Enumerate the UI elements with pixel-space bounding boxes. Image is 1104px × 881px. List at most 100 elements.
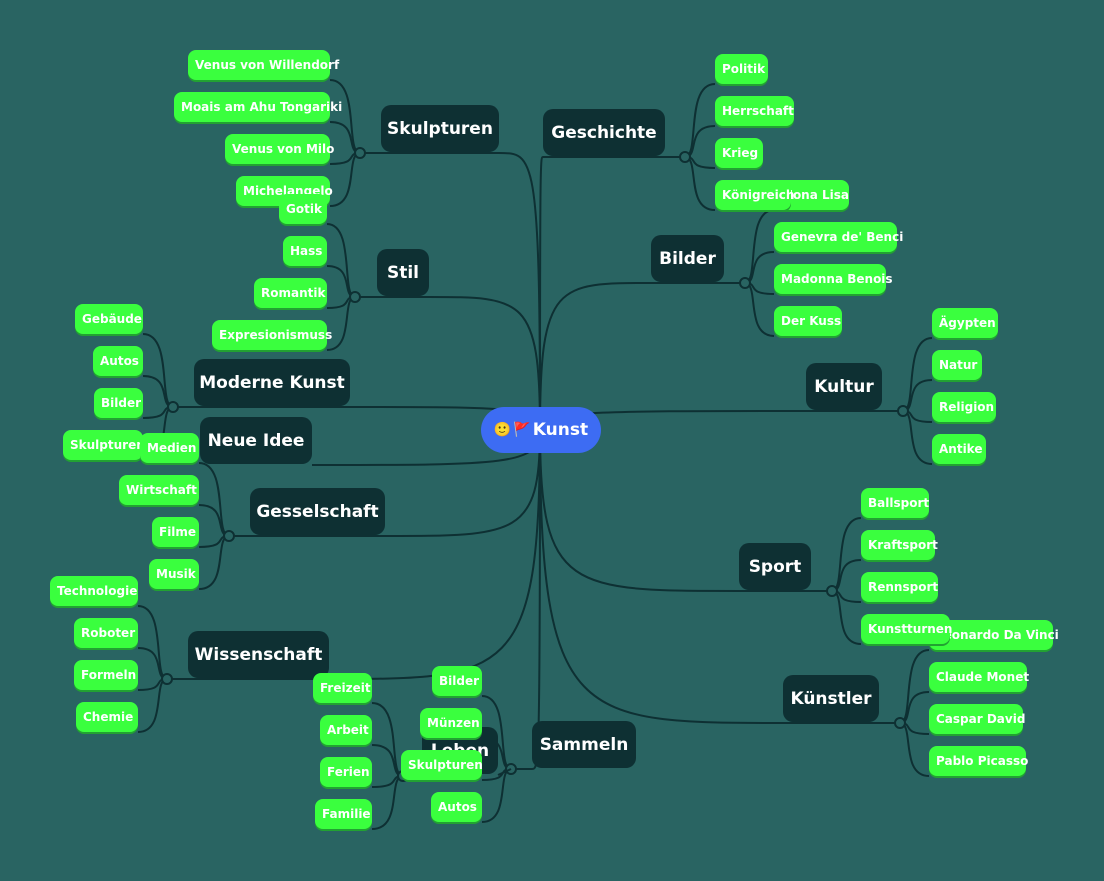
leaf-antike[interactable]: Antike [932,434,986,464]
leaf-leonardo[interactable]: Leonardo Da Vinci [929,620,1059,650]
leaf-musik[interactable]: Musik [149,559,199,589]
leaf-arbeit[interactable]: Arbeit [320,715,372,745]
collapse-toggle[interactable] [894,717,906,729]
topic-wissenschaft[interactable]: Wissenschaft [188,631,329,678]
connector-wissenschaft [167,429,541,680]
connector-leben [497,768,512,776]
collapse-toggle[interactable] [223,530,235,542]
leaf-autos-moderne[interactable]: Autos [93,346,143,376]
leaf-moais[interactable]: Moais am Ahu Tongariki [174,92,342,122]
leaf-connector [831,517,862,592]
leaf-chemie[interactable]: Chemie [76,702,138,732]
leaf-connector [137,678,168,733]
leaf-connector [198,535,230,590]
connector-kuenstler [539,429,900,724]
leaf-ballsport[interactable]: Ballsport [861,488,929,518]
leaf-claude-monet[interactable]: Claude Monet [929,662,1029,692]
flag-icon: 🚩 [513,422,531,438]
leaf-skulpturen-sammeln[interactable]: Skulpturen [401,750,483,780]
leaf-connector [899,649,930,724]
leaf-aegypten[interactable]: Ägypten [932,308,998,338]
leaf-connector [902,337,933,412]
leaf-connector [684,156,716,211]
leaf-hass[interactable]: Hass [283,236,327,266]
leaf-venus-von-willendorf[interactable]: Venus von Willendorf [188,50,339,80]
leaf-herrschaft[interactable]: Herrschaft [715,96,794,126]
leaf-connector [481,768,512,823]
leaf-kunstturnen[interactable]: Kunstturnen [861,614,952,644]
leaf-connector [684,83,716,158]
topic-geschichte[interactable]: Geschichte [543,109,665,156]
leaf-freizeit[interactable]: Freizeit [313,673,372,703]
leaf-religion[interactable]: Religion [932,392,996,422]
collapse-toggle[interactable] [167,401,179,413]
leaf-skulpturen-moderne[interactable]: Skulpturen [63,430,145,460]
leaf-pablo-picasso[interactable]: Pablo Picasso [929,746,1028,776]
collapse-toggle[interactable] [161,673,173,685]
root-node-kunst[interactable]: 🙂 🚩 Kunst [481,407,601,453]
leaf-connector [744,209,775,284]
leaf-gotik[interactable]: Gotik [279,194,327,224]
leaf-genevra[interactable]: Genevra de' Benci [774,222,903,252]
collapse-toggle[interactable] [354,147,366,159]
connector-bilder [539,282,745,431]
leaf-politik[interactable]: Politik [715,54,768,84]
topic-kuenstler[interactable]: Künstler [783,675,879,722]
collapse-toggle[interactable] [897,405,909,417]
leaf-connector [371,775,404,830]
leaf-connector [137,605,168,680]
leaf-natur[interactable]: Natur [932,350,982,380]
leaf-filme[interactable]: Filme [152,517,199,547]
leaf-connector [902,410,933,465]
topic-gesselschaft[interactable]: Gesselschaft [250,488,385,535]
topic-moderne-kunst[interactable]: Moderne Kunst [194,359,350,406]
leaf-roboter[interactable]: Roboter [74,618,138,648]
leaf-connector [142,333,174,408]
leaf-connector [326,223,356,298]
collapse-toggle[interactable] [679,151,691,163]
leaf-medien[interactable]: Medien [140,433,199,463]
leaf-technologie[interactable]: Technologie [50,576,138,606]
leaf-bilder-sammeln[interactable]: Bilder [432,666,482,696]
leaf-familie[interactable]: Familie [315,799,372,829]
leaf-wirtschaft[interactable]: Wirtschaft [119,475,199,505]
topic-bilder[interactable]: Bilder [651,235,724,282]
leaf-romantik[interactable]: Romantik [254,278,327,308]
root-label: Kunst [532,420,589,440]
topic-kultur[interactable]: Kultur [806,363,882,410]
smiley-icon: 🙂 [493,422,512,438]
collapse-toggle[interactable] [739,277,751,289]
leaf-ferien[interactable]: Ferien [320,757,372,787]
leaf-kraftsport[interactable]: Kraftsport [861,530,938,560]
leaf-rennsport[interactable]: Rennsport [861,572,938,602]
connector-stil [355,296,541,431]
leaf-connector [329,152,361,207]
leaf-der-kuss[interactable]: Der Kuss [774,306,842,336]
leaf-gebaeude[interactable]: Gebäude [75,304,143,334]
collapse-toggle[interactable] [826,585,838,597]
leaf-connector [329,79,361,154]
leaf-autos-sammeln[interactable]: Autos [431,792,482,822]
leaf-muenzen[interactable]: Münzen [420,708,482,738]
leaf-connector [371,702,404,777]
leaf-madonna-benois[interactable]: Madonna Benois [774,264,893,294]
topic-stil[interactable]: Stil [377,249,429,296]
connector-sport [539,429,832,592]
topic-neue-idee[interactable]: Neue Idee [200,417,312,464]
leaf-connector [198,462,230,537]
leaf-bilder-moderne[interactable]: Bilder [94,388,143,418]
topic-sammeln[interactable]: Sammeln [532,721,636,768]
leaf-krieg[interactable]: Krieg [715,138,763,168]
leaf-expresionismuss[interactable]: Expresionismuss [212,320,332,350]
leaf-venus-von-milo[interactable]: Venus von Milo [225,134,334,164]
leaf-formeln[interactable]: Formeln [74,660,138,690]
connector-geschichte [539,156,685,431]
collapse-toggle[interactable] [349,291,361,303]
topic-sport[interactable]: Sport [739,543,811,590]
leaf-connector [899,722,930,777]
leaf-connector [326,296,356,351]
leaf-caspar-david[interactable]: Caspar David [929,704,1025,734]
leaf-koenigreich[interactable]: Königreich [715,180,794,210]
topic-skulpturen[interactable]: Skulpturen [381,105,499,152]
